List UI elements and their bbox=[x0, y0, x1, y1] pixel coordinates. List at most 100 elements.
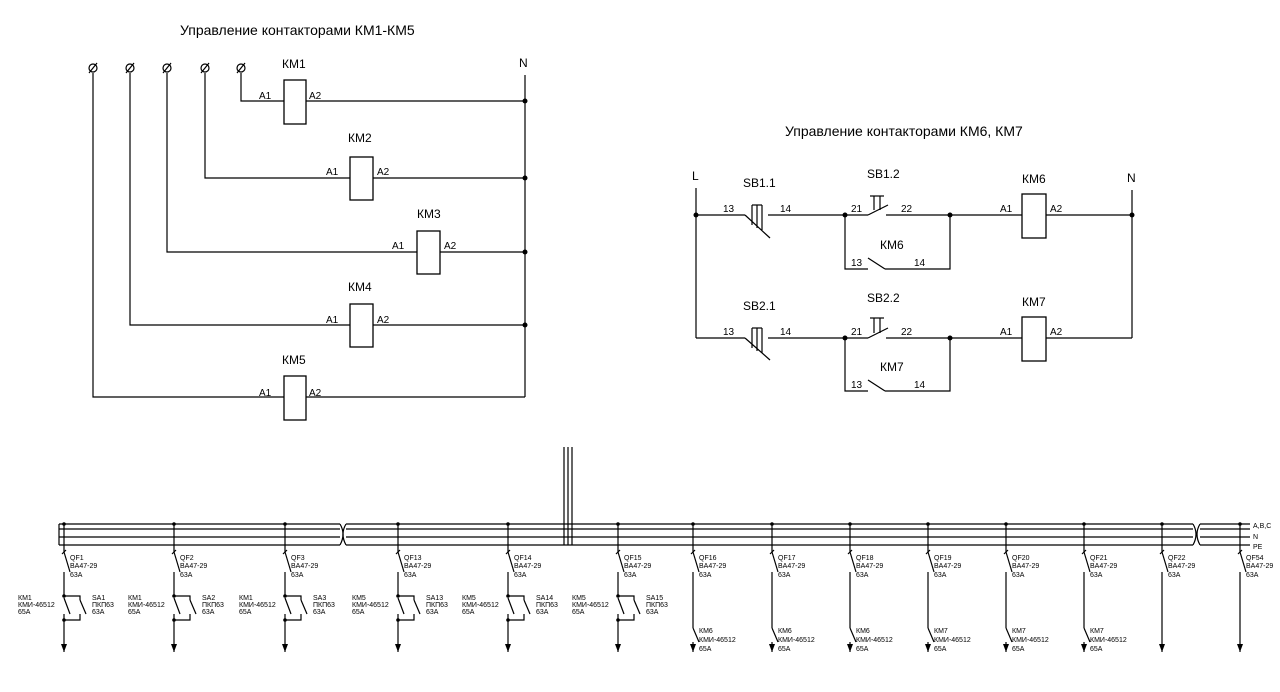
outgoing-arrow-icon bbox=[1081, 644, 1087, 652]
sa-label: SA13 bbox=[426, 595, 443, 602]
sb2-2-22: 22 bbox=[901, 327, 913, 338]
qf-type: BA47-29 bbox=[514, 563, 541, 570]
coil-km3-a2: A2 bbox=[444, 241, 457, 252]
km7-hold-label: КМ7 bbox=[880, 360, 904, 374]
km-label: КМ6 bbox=[699, 628, 713, 635]
breaker-qf21 bbox=[1083, 551, 1091, 573]
breaker-qf19 bbox=[927, 551, 935, 573]
km-rating: 65A bbox=[462, 609, 475, 616]
qf-type: BA47-29 bbox=[180, 563, 207, 570]
km-contact bbox=[1083, 627, 1091, 643]
qf-type: BA47-29 bbox=[699, 563, 726, 570]
coil-km5 bbox=[283, 375, 307, 421]
qf-label: QF1 bbox=[70, 555, 84, 562]
qf-type: BA47-29 bbox=[291, 563, 318, 570]
coil-km1-a1: A1 bbox=[259, 91, 272, 102]
qf-type: BA47-29 bbox=[1168, 563, 1195, 570]
breaker-qf16 bbox=[692, 551, 700, 573]
km-type: КМИ-46512 bbox=[352, 602, 389, 609]
sb1-2-22: 22 bbox=[901, 204, 913, 215]
qf-label: QF2 bbox=[180, 555, 194, 562]
terminal-1 bbox=[88, 62, 98, 74]
qf-label: QF16 bbox=[699, 555, 717, 562]
qf-type: BA47-29 bbox=[934, 563, 961, 570]
qf-rating: 63A bbox=[1246, 572, 1259, 579]
sb1-2-21: 21 bbox=[851, 204, 863, 215]
sa-switch bbox=[79, 599, 87, 615]
bus-label-n: N bbox=[1253, 534, 1258, 541]
wire-km4-in bbox=[129, 73, 350, 326]
breaker-qf18 bbox=[849, 551, 857, 573]
sa-type: ПКП63 bbox=[426, 602, 448, 609]
qf-label: QF21 bbox=[1090, 555, 1108, 562]
km-label: КМ1 bbox=[239, 595, 253, 602]
coil-km5-label: КМ5 bbox=[282, 353, 306, 367]
sb1-2-contact bbox=[867, 204, 889, 216]
km-contact bbox=[692, 627, 700, 643]
qf-rating: 63A bbox=[180, 572, 193, 579]
qf-rating: 63A bbox=[291, 572, 304, 579]
km-label: КМ5 bbox=[572, 595, 586, 602]
breaker-qf20 bbox=[1005, 551, 1013, 573]
wire-km5-in bbox=[92, 73, 284, 398]
breaker-qf13 bbox=[397, 551, 405, 573]
coil-km3-label: КМ3 bbox=[417, 207, 441, 221]
row-km6 bbox=[696, 193, 1132, 270]
qf-type: BA47-29 bbox=[1246, 563, 1273, 570]
km-contact bbox=[849, 627, 857, 643]
km6-hold-contact bbox=[867, 257, 886, 270]
km-label: КМ7 bbox=[1090, 628, 1104, 635]
coil-km2 bbox=[349, 156, 374, 201]
qf-label: QF3 bbox=[291, 555, 305, 562]
sb1-2-label: SB1.2 bbox=[867, 167, 900, 181]
breaker-qf2 bbox=[173, 551, 181, 573]
km-rating: 65A bbox=[778, 646, 791, 653]
qf-rating: 63A bbox=[1090, 572, 1103, 579]
outgoing-arrow-icon bbox=[1159, 644, 1165, 652]
breaker-qf54 bbox=[1239, 551, 1247, 573]
km-contact bbox=[1005, 627, 1013, 643]
outgoing-arrow-icon bbox=[769, 644, 775, 652]
sb2-1-14: 14 bbox=[780, 327, 792, 338]
outgoing-arrow-icon bbox=[1003, 644, 1009, 652]
coil-km1-a2: A2 bbox=[309, 91, 322, 102]
sa-type: ПКП63 bbox=[92, 602, 114, 609]
qf-label: QF54 bbox=[1246, 555, 1264, 562]
qf-label: QF18 bbox=[856, 555, 874, 562]
coil-km6-label: КМ6 bbox=[1022, 172, 1046, 186]
km-label: КМ1 bbox=[18, 595, 32, 602]
qf-type: BA47-29 bbox=[404, 563, 431, 570]
coil-km4-a1: A1 bbox=[326, 315, 339, 326]
qf-rating: 63A bbox=[514, 572, 527, 579]
sa-label: SA3 bbox=[313, 595, 326, 602]
breaker-qf17 bbox=[771, 551, 779, 573]
sb1-1-label: SB1.1 bbox=[743, 176, 776, 190]
breaker-qf14 bbox=[507, 551, 515, 573]
breaker-qf1 bbox=[63, 551, 71, 573]
km6-hold-14: 14 bbox=[914, 258, 926, 269]
qf-type: BA47-29 bbox=[856, 563, 883, 570]
row-km7 bbox=[696, 316, 1132, 392]
sa-switch bbox=[413, 599, 421, 615]
sa-label: SA15 bbox=[646, 595, 663, 602]
qf-type: BA47-29 bbox=[778, 563, 805, 570]
qf-label: QF22 bbox=[1168, 555, 1186, 562]
outgoing-arrow-icon bbox=[282, 644, 288, 652]
qf-type: BA47-29 bbox=[624, 563, 651, 570]
outgoing-arrow-icon bbox=[615, 644, 621, 652]
wire-km1-in bbox=[240, 73, 284, 102]
km-rating: 65A bbox=[239, 609, 252, 616]
km-label: КМ7 bbox=[1012, 628, 1026, 635]
sa-type: ПКП63 bbox=[313, 602, 335, 609]
qf-rating: 63A bbox=[1168, 572, 1181, 579]
sa-switch bbox=[523, 599, 531, 615]
km-rating: 65A bbox=[1012, 646, 1025, 653]
km-label: КМ7 bbox=[934, 628, 948, 635]
outgoing-arrow-icon bbox=[847, 644, 853, 652]
bus-label-pe: PE bbox=[1253, 544, 1263, 551]
